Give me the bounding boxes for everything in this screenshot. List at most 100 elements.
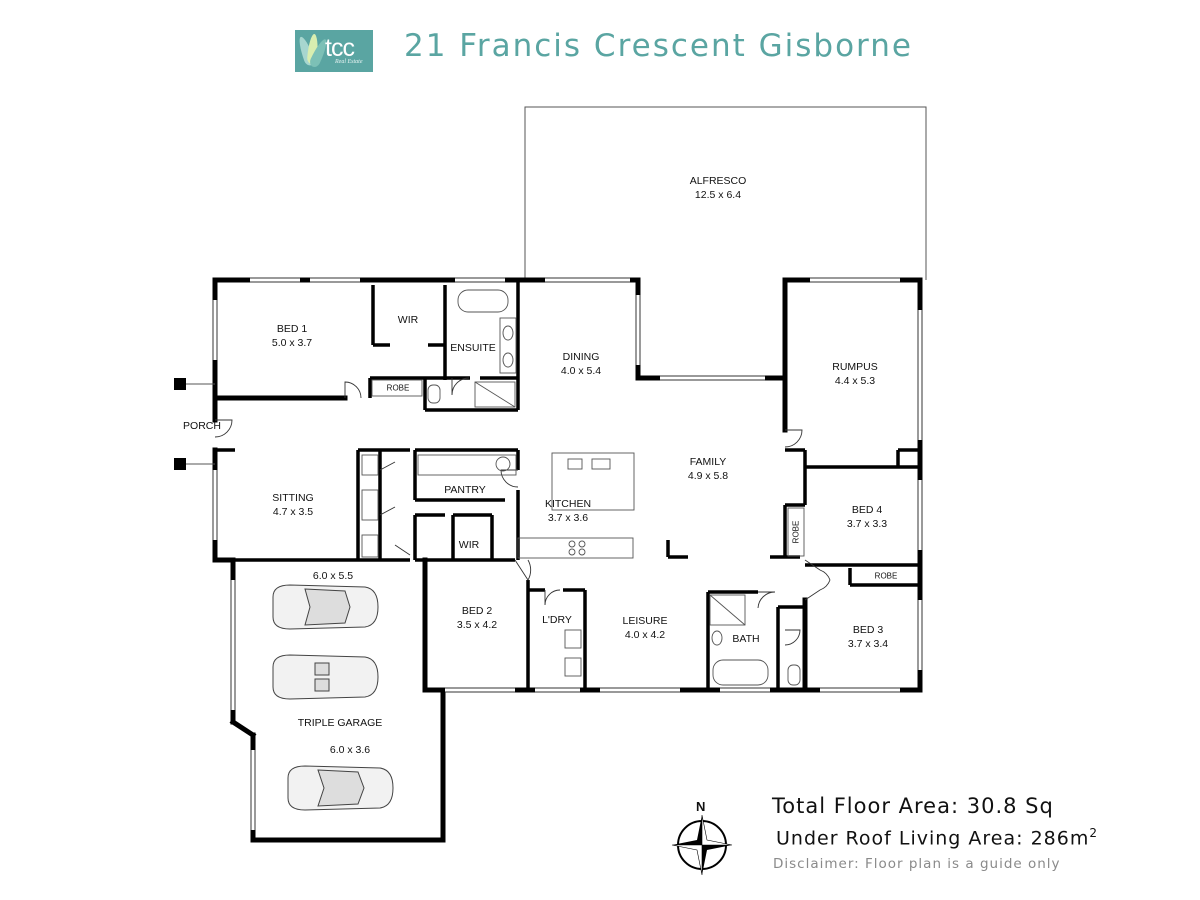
compass-star [671,844,703,876]
room-size: 4.4 x 5.3 [834,375,876,387]
room-name: L'DRY [542,614,572,626]
room-name: DINING [562,351,600,363]
room-porch: PORCH [183,419,221,433]
ensuite-vanity [499,317,517,374]
basin [711,630,723,646]
under-roof-area: Under Roof Living Area: 286m2 [776,826,1098,849]
car-window [317,769,365,807]
room-size: 5.0 x 3.7 [271,337,313,349]
room-bath: BATH [732,632,759,646]
car-icon [272,584,379,630]
doors [214,377,831,646]
garage-size-top: 6.0 x 5.5 [312,570,354,582]
room-laundry: L'DRY [542,613,572,627]
car-seat [314,678,330,692]
windows [213,278,922,830]
door-swing [784,429,803,448]
room-robe3: ROBE [874,571,898,581]
shower-diag [709,594,746,626]
logo-text: tcc [325,34,355,62]
cooktop [578,548,586,556]
room-size: 4.7 x 3.5 [272,506,314,518]
alfresco-outline [524,106,927,280]
room-name: BATH [732,633,760,645]
room-name: BED 4 [851,504,883,516]
door-swing [344,381,362,399]
room-name: ALFRESCO [689,175,747,187]
room-family: FAMILY 4.9 x 5.8 [688,455,728,483]
cars [272,584,394,811]
unit-superscript: 2 [1089,826,1098,840]
cooktop [568,548,576,556]
room-bed2: BED 2 3.5 x 4.2 [457,604,497,632]
door-swing [379,461,396,471]
page-title: 21 Francis Crescent Gisborne [404,28,913,64]
room-size: 12.5 x 6.4 [694,189,742,201]
door-swing [394,544,411,556]
bathtub [457,289,509,313]
basin [502,352,514,368]
room-size: 3.7 x 3.4 [847,638,889,650]
pantry-shelf [417,454,517,476]
room-leisure: LEISURE 4.0 x 4.2 [623,614,668,642]
car-icon [272,654,379,700]
room-sitting: SITTING 4.7 x 3.5 [272,491,313,519]
room-robe4: ROBE [791,520,801,544]
door-swing [214,419,233,438]
robe-shelf [361,534,379,558]
total-floor-area: Total Floor Area: 30.8 Sq [772,794,1054,818]
door-swing [804,579,831,601]
garage-size-bottom: 6.0 x 3.6 [329,744,371,756]
room-name: LEISURE [622,615,668,627]
room-pantry: PANTRY [444,483,486,497]
disclaimer: Disclaimer: Floor plan is a guide only [773,856,1061,872]
room-robe1: ROBE [386,383,410,393]
room-size: 4.0 x 4.2 [624,629,666,641]
kitchen-sink [591,458,611,470]
kitchen-bench [517,537,634,559]
robe-box [371,379,423,397]
cooktop [568,540,576,548]
room-name: PANTRY [444,484,486,496]
room-bed3: BED 3 3.7 x 3.4 [848,623,888,651]
window-frames [212,277,923,830]
logo-subtext: Real Estate [335,59,363,65]
room-size: 3.7 x 3.6 [547,512,589,524]
room-name: KITCHEN [544,498,592,510]
room-name: PORCH [183,420,221,432]
robe-box [787,507,805,557]
room-size: 4.0 x 5.4 [560,365,602,377]
room-name: FAMILY [689,456,727,468]
laundry-tub [564,657,582,677]
car-body [272,654,379,700]
bathtub [712,659,769,686]
door-swing [514,559,532,581]
basin [502,325,514,341]
room-name: WIR [397,314,419,326]
room-garage: TRIPLE GARAGE [297,717,383,729]
shower-diag [474,381,516,408]
room-name: WIR [458,539,480,551]
brand-logo: tcc Real Estate [295,30,373,72]
door-swing [451,377,470,396]
car-window [304,588,351,626]
room-size: 3.7 x 3.3 [846,518,888,530]
porch-post [174,378,186,390]
door-swing [804,559,831,581]
interior-walls [215,280,920,690]
wall [229,718,257,739]
door-swing [379,506,396,516]
shower [474,381,516,408]
room-wir1: WIR [398,313,418,327]
porch-post [174,458,186,470]
under-roof-label: Under Roof Living Area: 286m [776,827,1090,850]
room-bed1: BED 1 5.0 x 3.7 [272,322,312,350]
toilet [787,664,801,686]
room-name: ENSUITE [450,342,496,354]
room-name: BED 2 [461,605,493,617]
room-size: 4.9 x 5.8 [687,470,729,482]
room-name: BED 3 [852,624,884,636]
robe-shelf [361,489,379,521]
door-swing [784,629,801,646]
